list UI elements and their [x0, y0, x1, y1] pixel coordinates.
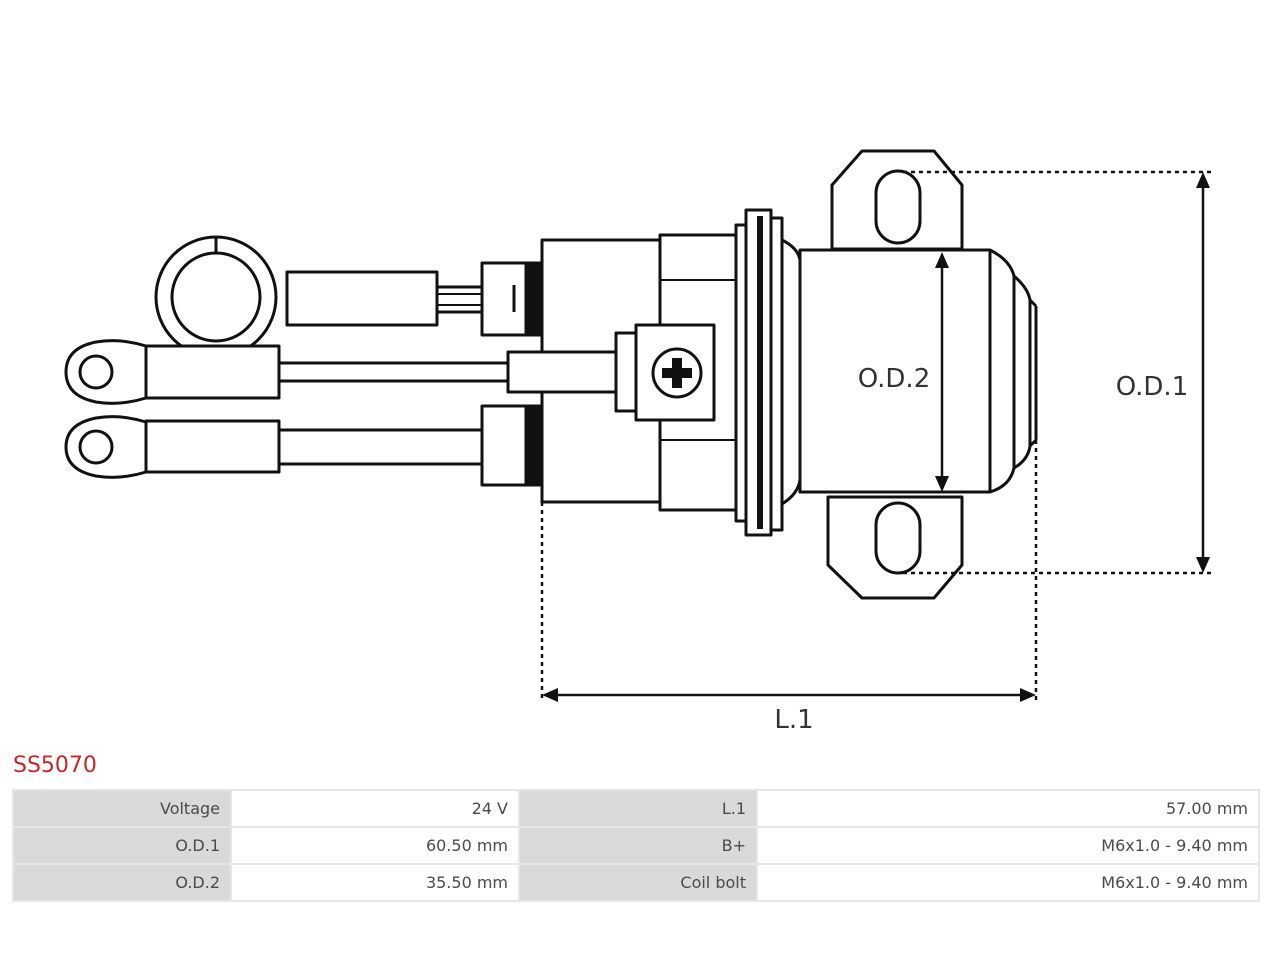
- spec-key: O.D.2: [14, 865, 230, 900]
- mounting-plate: [826, 149, 964, 600]
- table-row: O.D.1 60.50 mm B+ M6x1.0 - 9.40 mm: [14, 828, 1258, 863]
- spec-value: M6x1.0 - 9.40 mm: [758, 865, 1258, 900]
- l1-label: L.1: [774, 705, 813, 735]
- spec-value: M6x1.0 - 9.40 mm: [758, 828, 1258, 863]
- part-number: SS5070: [13, 753, 97, 778]
- spec-key: B+: [520, 828, 756, 863]
- dimension-lines: [540, 170, 1212, 702]
- spec-value: 24 V: [232, 791, 518, 826]
- ring-terminal-small-upper: [64, 339, 620, 405]
- solenoid-body: [780, 238, 1038, 506]
- od2-label: O.D.2: [858, 364, 931, 394]
- ring-terminal-large: [154, 235, 544, 359]
- flange-rings: [734, 208, 784, 537]
- spec-key: Voltage: [14, 791, 230, 826]
- spec-value: 35.50 mm: [232, 865, 518, 900]
- spec-table: Voltage 24 V L.1 57.00 mm O.D.1 60.50 mm…: [12, 789, 1260, 902]
- spec-key: O.D.1: [14, 828, 230, 863]
- spec-value: 60.50 mm: [232, 828, 518, 863]
- table-row: Voltage 24 V L.1 57.00 mm: [14, 791, 1258, 826]
- spec-key: L.1: [520, 791, 756, 826]
- solenoid-technical-drawing: O.D.2 O.D.1 L.1: [64, 149, 1212, 735]
- table-row: O.D.2 35.50 mm Coil bolt M6x1.0 - 9.40 m…: [14, 865, 1258, 900]
- ring-terminal-small-lower: [64, 404, 544, 487]
- solenoid-cap: [524, 233, 738, 512]
- od1-label: O.D.1: [1116, 372, 1189, 402]
- spec-key: Coil bolt: [520, 865, 756, 900]
- spec-value: 57.00 mm: [758, 791, 1258, 826]
